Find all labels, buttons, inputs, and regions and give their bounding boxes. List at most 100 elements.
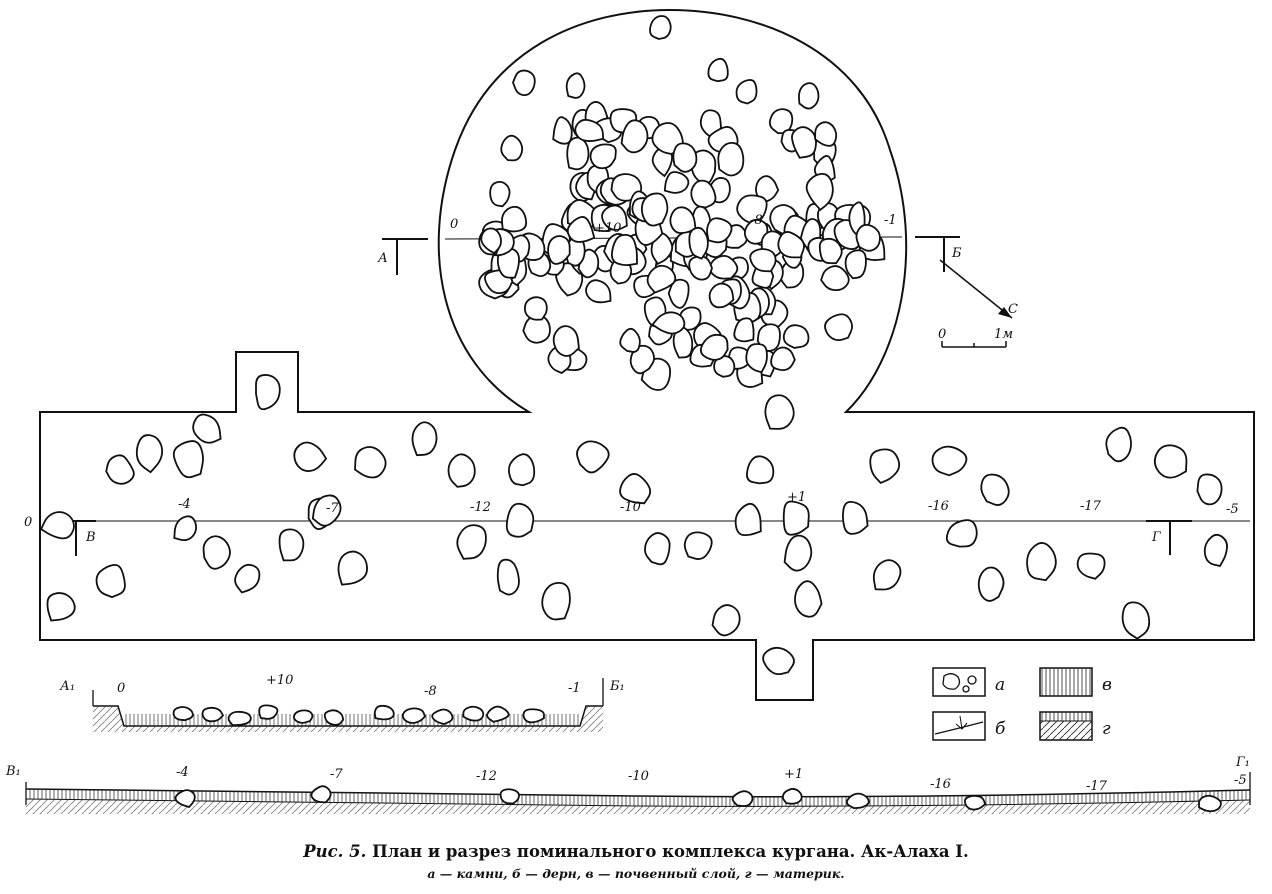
stone	[401, 707, 426, 724]
legend-graphics	[932, 667, 1093, 741]
section-letter-g: Г	[1151, 530, 1161, 545]
stone	[735, 79, 758, 105]
section-ab-elev-minus8: -8	[424, 684, 437, 699]
stone	[855, 223, 881, 252]
stone	[707, 57, 729, 83]
stone	[585, 279, 612, 304]
stone	[791, 126, 817, 159]
stone	[619, 473, 652, 505]
stone	[745, 343, 768, 374]
stone	[486, 705, 510, 723]
stone	[663, 171, 690, 194]
stone	[980, 473, 1010, 506]
stone	[777, 231, 805, 259]
section-marker-g	[1146, 520, 1192, 555]
stone	[764, 394, 795, 430]
figure-title: План и разрез поминального комплекса кур…	[372, 842, 969, 861]
stone	[522, 314, 551, 344]
stone	[310, 785, 332, 804]
section-vg-elev-minus4: -4	[176, 765, 189, 780]
stone	[323, 709, 345, 726]
plan-elev-plus1: +1	[787, 490, 806, 505]
stone	[566, 136, 590, 171]
stone	[869, 448, 901, 484]
plan-elev-minus17: -17	[1080, 499, 1102, 514]
stone	[963, 794, 987, 811]
legend-box-stones	[932, 667, 986, 697]
stone	[480, 227, 502, 255]
stone	[411, 421, 438, 457]
stone	[552, 116, 573, 145]
stone	[651, 311, 686, 335]
legend-key-v: в	[1102, 675, 1112, 695]
stone	[227, 710, 252, 727]
stone	[499, 788, 520, 805]
section-vg-elev-minus12: -12	[476, 769, 497, 784]
stone	[523, 296, 548, 321]
stone	[669, 206, 697, 234]
stone	[258, 704, 279, 720]
stone	[39, 511, 75, 540]
stone	[447, 453, 476, 488]
stone	[46, 592, 76, 622]
stone	[782, 324, 810, 349]
stone	[1076, 552, 1106, 580]
plan-elev-minus1-upper: -1	[884, 213, 897, 228]
stone	[589, 143, 617, 170]
stone	[872, 559, 902, 591]
stone	[644, 532, 671, 566]
stone	[566, 216, 596, 243]
stone	[672, 142, 698, 173]
scale-bar	[941, 341, 1007, 348]
figure-legend-line: а — камни, б — дерн, в — почвенный слой,…	[427, 866, 845, 881]
stone	[547, 235, 571, 265]
stone	[172, 706, 194, 722]
stone	[192, 413, 222, 444]
stone	[574, 118, 605, 142]
stone	[565, 72, 586, 99]
stone	[814, 121, 838, 147]
stone	[505, 502, 535, 538]
section-marker-b	[915, 236, 960, 272]
stone	[699, 333, 729, 361]
stone	[798, 82, 820, 110]
stone	[755, 175, 780, 203]
stone	[711, 604, 741, 637]
stone	[576, 440, 610, 474]
section-ab-elev-minus1: -1	[568, 681, 581, 696]
stone	[629, 344, 655, 375]
plan-elev-minus5: -5	[1226, 502, 1239, 517]
stone	[1105, 426, 1132, 463]
stone	[234, 563, 261, 594]
stone	[768, 108, 794, 135]
stone	[977, 566, 1005, 602]
stone	[794, 580, 823, 618]
plan-elev-minus8: -8	[750, 213, 763, 228]
stone	[1026, 542, 1057, 582]
stone	[690, 179, 717, 209]
legend-key-a: а	[995, 675, 1005, 695]
section-vg-elev-plus1: +1	[784, 767, 803, 782]
stone	[733, 317, 755, 343]
stone	[1203, 533, 1228, 568]
complex-outline	[39, 8, 1255, 701]
stone	[201, 706, 225, 723]
stone	[749, 248, 777, 273]
stone	[522, 708, 545, 724]
stone	[462, 705, 485, 722]
plan-elev-plus10: +10	[594, 221, 621, 236]
section-vg-elev-minus5: -5	[1234, 773, 1247, 788]
section-marker-a	[382, 238, 428, 275]
stone	[651, 146, 673, 178]
stone	[734, 502, 762, 537]
stone	[610, 233, 638, 266]
stone	[945, 519, 978, 548]
stone	[552, 325, 580, 357]
stone	[620, 119, 649, 154]
plan-elev-minus12: -12	[470, 500, 491, 515]
stone	[824, 313, 853, 342]
stone	[746, 455, 775, 485]
stone	[805, 172, 834, 212]
stone	[431, 708, 454, 726]
